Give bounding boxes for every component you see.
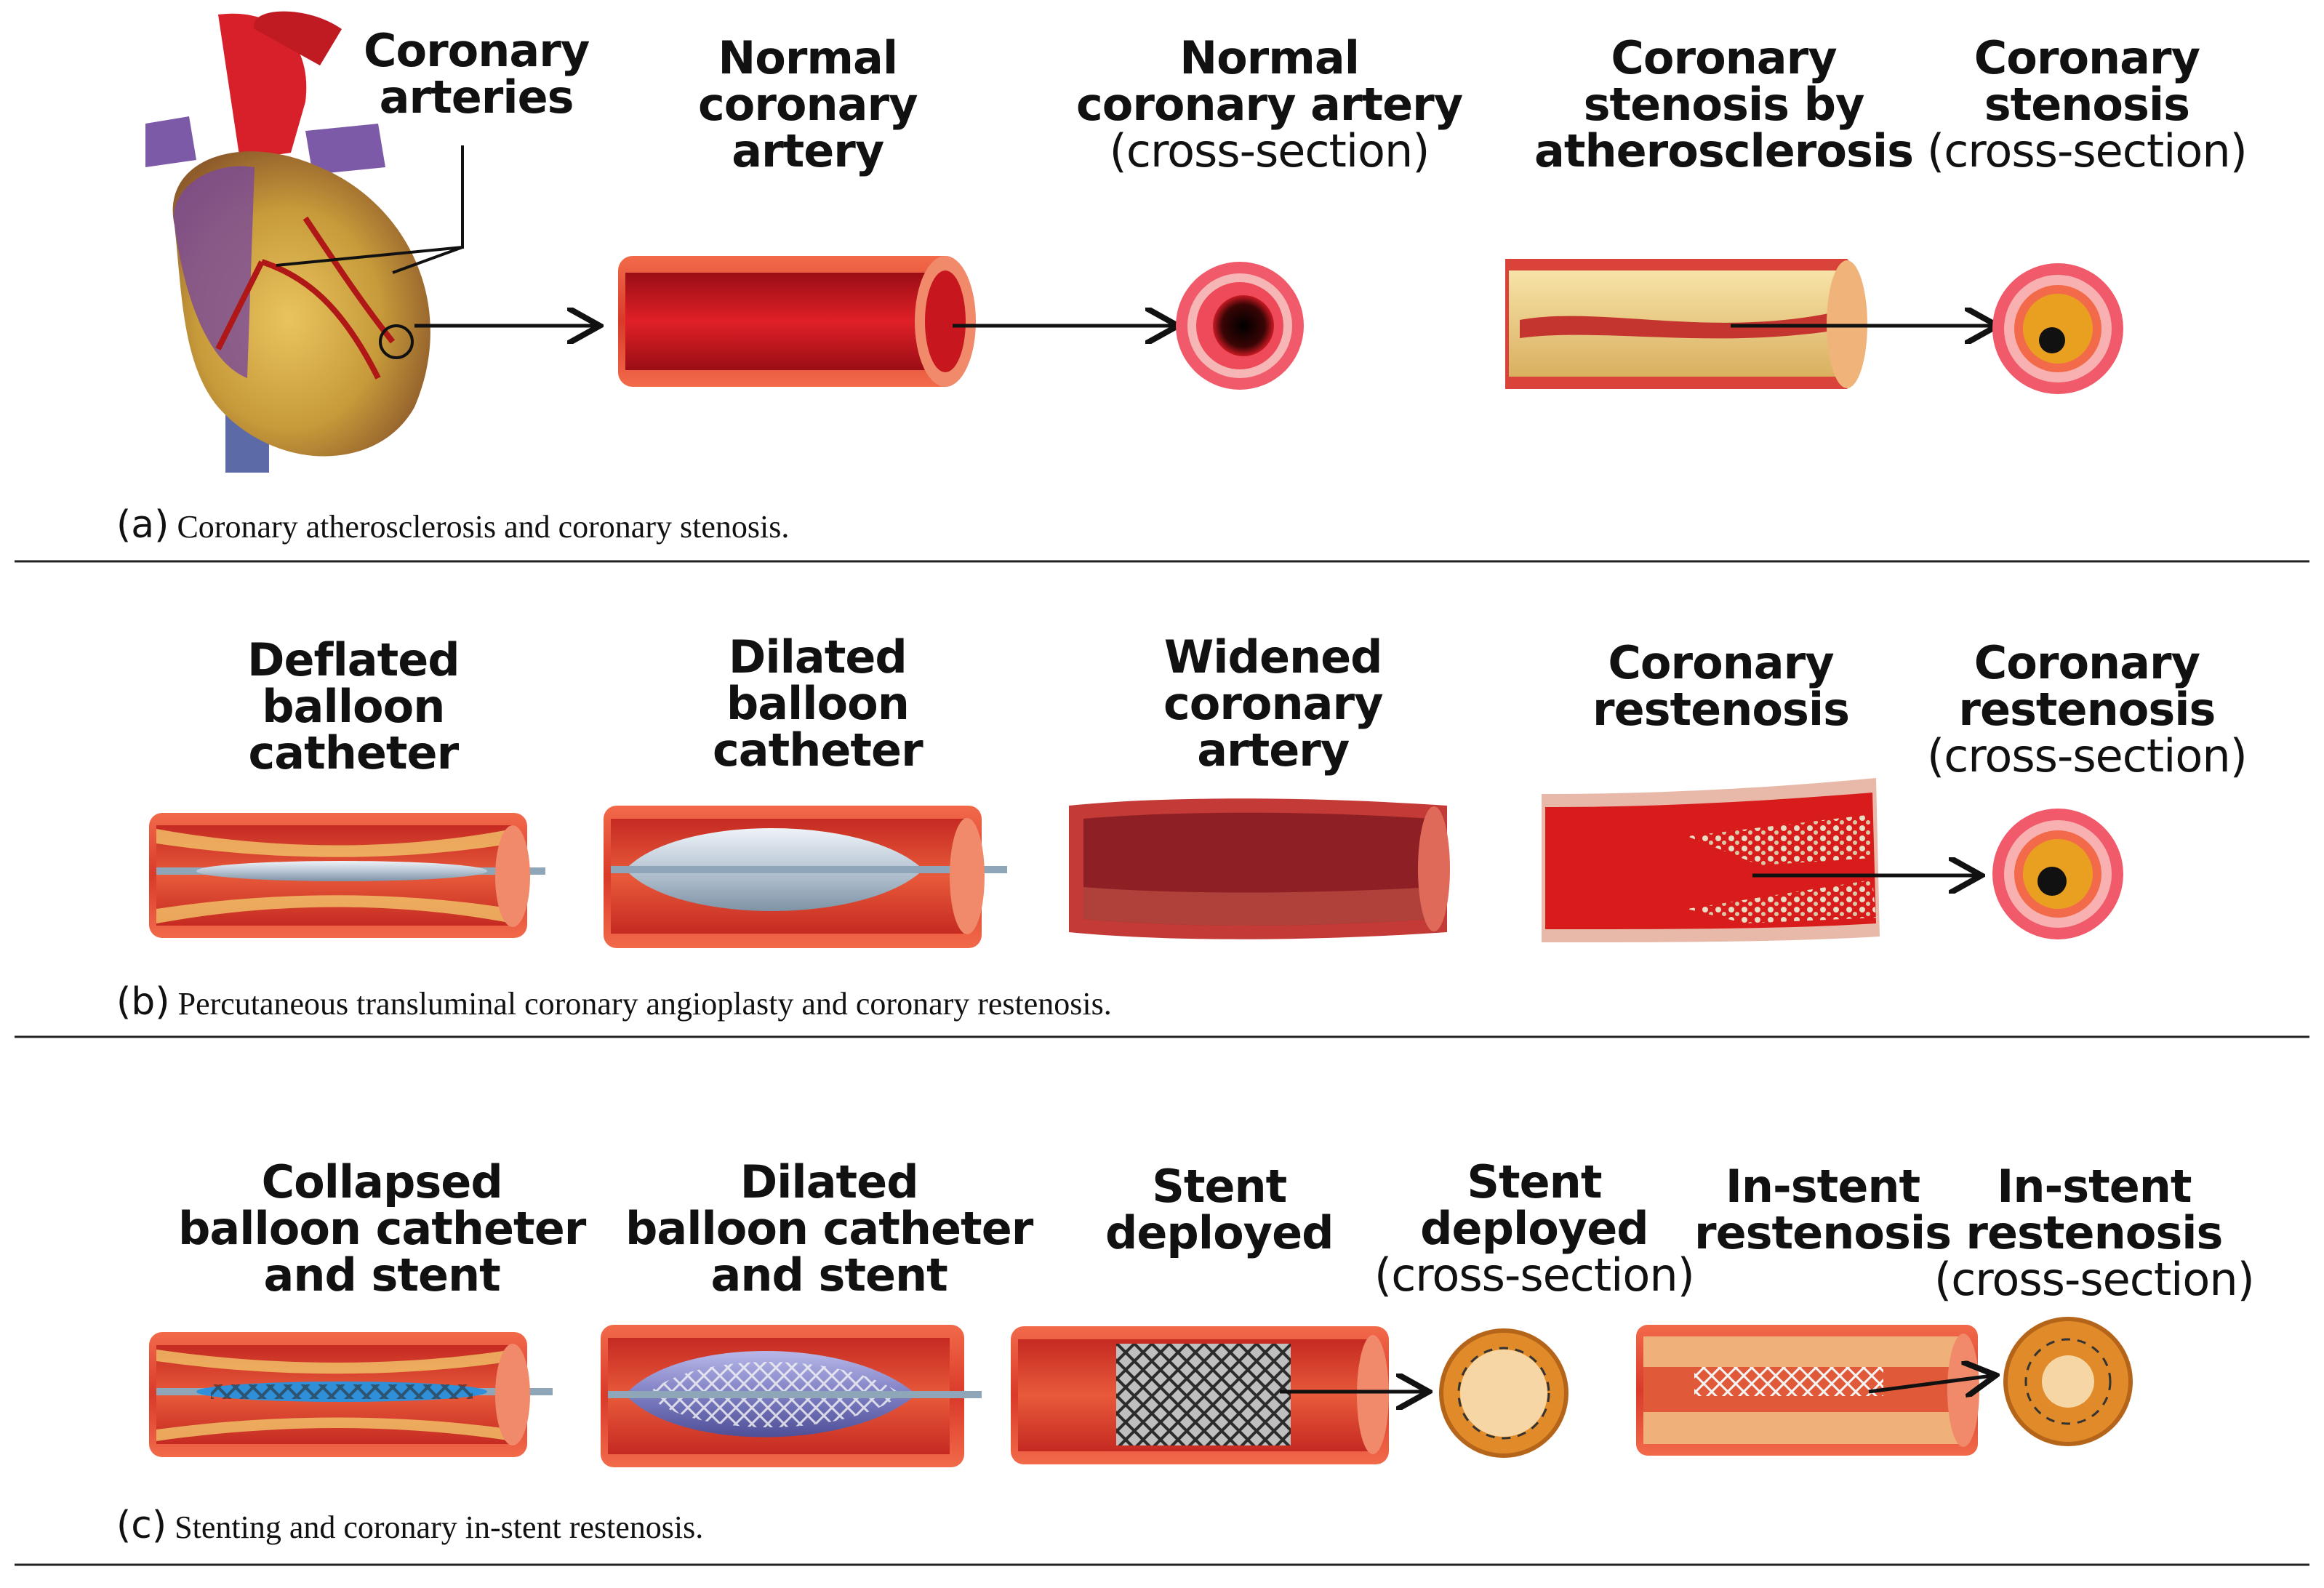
dilated-balloon-stent-vessel	[601, 1325, 982, 1467]
caption-letter: (a)	[116, 503, 169, 547]
label-line: atherosclerosis	[1534, 124, 1914, 177]
caption-letter: (c)	[116, 1504, 167, 1547]
restenosis-cross-section	[1992, 809, 2123, 939]
label-line: coronary	[1163, 677, 1383, 730]
label-line: Dilated	[740, 1155, 919, 1208]
label-line: artery	[1197, 723, 1350, 777]
label-line: Coronary	[1974, 636, 2200, 689]
label-line: (cross-section)	[1927, 124, 2248, 177]
label-line: Dilated	[728, 630, 907, 683]
label-line: restenosis	[1694, 1206, 1952, 1259]
label-line: Coronary	[364, 24, 590, 77]
label-line: coronary artery	[1076, 78, 1463, 131]
label-line: balloon catheter	[178, 1202, 586, 1255]
label-in-stent-restenosis: In-stent restenosis	[1694, 1160, 1952, 1259]
label-line: restenosis	[1592, 683, 1850, 736]
label-line: deployed	[1420, 1202, 1649, 1255]
in-stent-restenosis-vessel	[1636, 1325, 1979, 1456]
label-line: Collapsed	[261, 1155, 503, 1208]
label-line: restenosis	[1958, 683, 2216, 736]
label-restenosis-cross-section: Coronary restenosis (cross-section)	[1927, 636, 2248, 782]
collapsed-balloon-stent-vessel	[149, 1332, 553, 1457]
label-line: In-stent	[1725, 1160, 1920, 1213]
caption-a: (a) Coronary atherosclerosis and coronar…	[116, 503, 789, 547]
label-line: balloon	[262, 680, 445, 733]
label-deflated-balloon: Deflated balloon catheter	[247, 637, 460, 777]
label-stent-deployed: Stent deployed	[1105, 1163, 1334, 1256]
label-line: and stent	[710, 1248, 948, 1302]
in-stent-restenosis-cross-section	[2003, 1317, 2133, 1446]
label-stent-deployed-cross-section: Stent deployed (cross-section)	[1374, 1155, 1695, 1302]
caption-c: (c) Stenting and coronary in-stent reste…	[116, 1504, 703, 1547]
label-line: restenosis	[1966, 1206, 2223, 1259]
label-line: Coronary	[1608, 636, 1834, 689]
label-line: (cross-section)	[1109, 124, 1430, 177]
caption-letter: (b)	[116, 980, 170, 1024]
stenosis-cross-section	[1992, 263, 2123, 394]
label-collapsed-balloon-stent: Collapsed balloon catheter and stent	[178, 1155, 586, 1302]
caption-text: Percutaneous transluminal coronary angio…	[177, 986, 1112, 1022]
label-line: arteries	[379, 71, 574, 124]
deflated-balloon-vessel	[149, 813, 545, 938]
label-coronary-stenosis: Coronary stenosis by atherosclerosis	[1534, 31, 1914, 177]
caption-b: (b) Percutaneous transluminal coronary a…	[116, 980, 1112, 1024]
label-line: catheter	[248, 726, 459, 779]
label-coronary-arteries: Coronary arteries	[364, 24, 590, 124]
label-line: coronary	[698, 78, 918, 131]
label-line: catheter	[713, 723, 923, 777]
label-line: In-stent	[1997, 1160, 2192, 1213]
stent-deployed-cross-section	[1439, 1328, 1568, 1458]
arrow-instent-to-cross	[1868, 1376, 1992, 1392]
label-normal-cross-section: Normal coronary artery (cross-section)	[1076, 31, 1463, 177]
label-stenosis-cross-section: Coronary stenosis (cross-section)	[1927, 31, 2248, 177]
label-line: Normal	[718, 31, 898, 84]
restenosis-vessel	[1542, 778, 1880, 942]
label-dilated-balloon-stent: Dilated balloon catheter and stent	[625, 1159, 1033, 1299]
label-line: stenosis by	[1583, 78, 1865, 131]
heart-illustration	[145, 11, 430, 473]
widened-artery-vessel	[1069, 798, 1450, 939]
label-normal-coronary-artery: Normal coronary artery	[698, 35, 918, 175]
coronary-pointer-lines	[276, 145, 464, 274]
label-line: (cross-section)	[1934, 1253, 2255, 1306]
label-line: deployed	[1105, 1206, 1334, 1259]
label-line: balloon catheter	[625, 1202, 1033, 1255]
label-line: Coronary	[1611, 31, 1837, 84]
dilated-balloon-vessel	[604, 806, 1007, 948]
label-line: Normal	[1179, 31, 1360, 84]
normal-artery-tube	[618, 256, 976, 387]
label-line: and stent	[263, 1248, 501, 1302]
label-line: Widened	[1163, 630, 1383, 683]
label-line: balloon	[726, 677, 910, 730]
caption-text: Stenting and coronary in-stent restenosi…	[175, 1509, 704, 1545]
label-widened-artery: Widened coronary artery	[1163, 634, 1383, 774]
caption-text: Coronary atherosclerosis and coronary st…	[177, 509, 790, 545]
label-line: stenosis	[1984, 78, 2190, 131]
label-coronary-restenosis: Coronary restenosis	[1592, 636, 1850, 736]
label-line: Stent	[1467, 1155, 1602, 1208]
label-dilated-balloon: Dilated balloon catheter	[713, 634, 923, 774]
label-line: (cross-section)	[1374, 1248, 1695, 1302]
label-in-stent-cross-section: In-stent restenosis (cross-section)	[1934, 1160, 2255, 1306]
label-line: Coronary	[1974, 31, 2200, 84]
label-line: Stent	[1152, 1160, 1287, 1213]
label-line: Deflated	[247, 633, 460, 686]
label-line: (cross-section)	[1927, 729, 2248, 782]
label-line: artery	[732, 124, 884, 177]
stenosis-artery-tube	[1505, 259, 1867, 389]
normal-cross-section	[1176, 262, 1304, 390]
stent-deployed-vessel	[1011, 1326, 1389, 1464]
